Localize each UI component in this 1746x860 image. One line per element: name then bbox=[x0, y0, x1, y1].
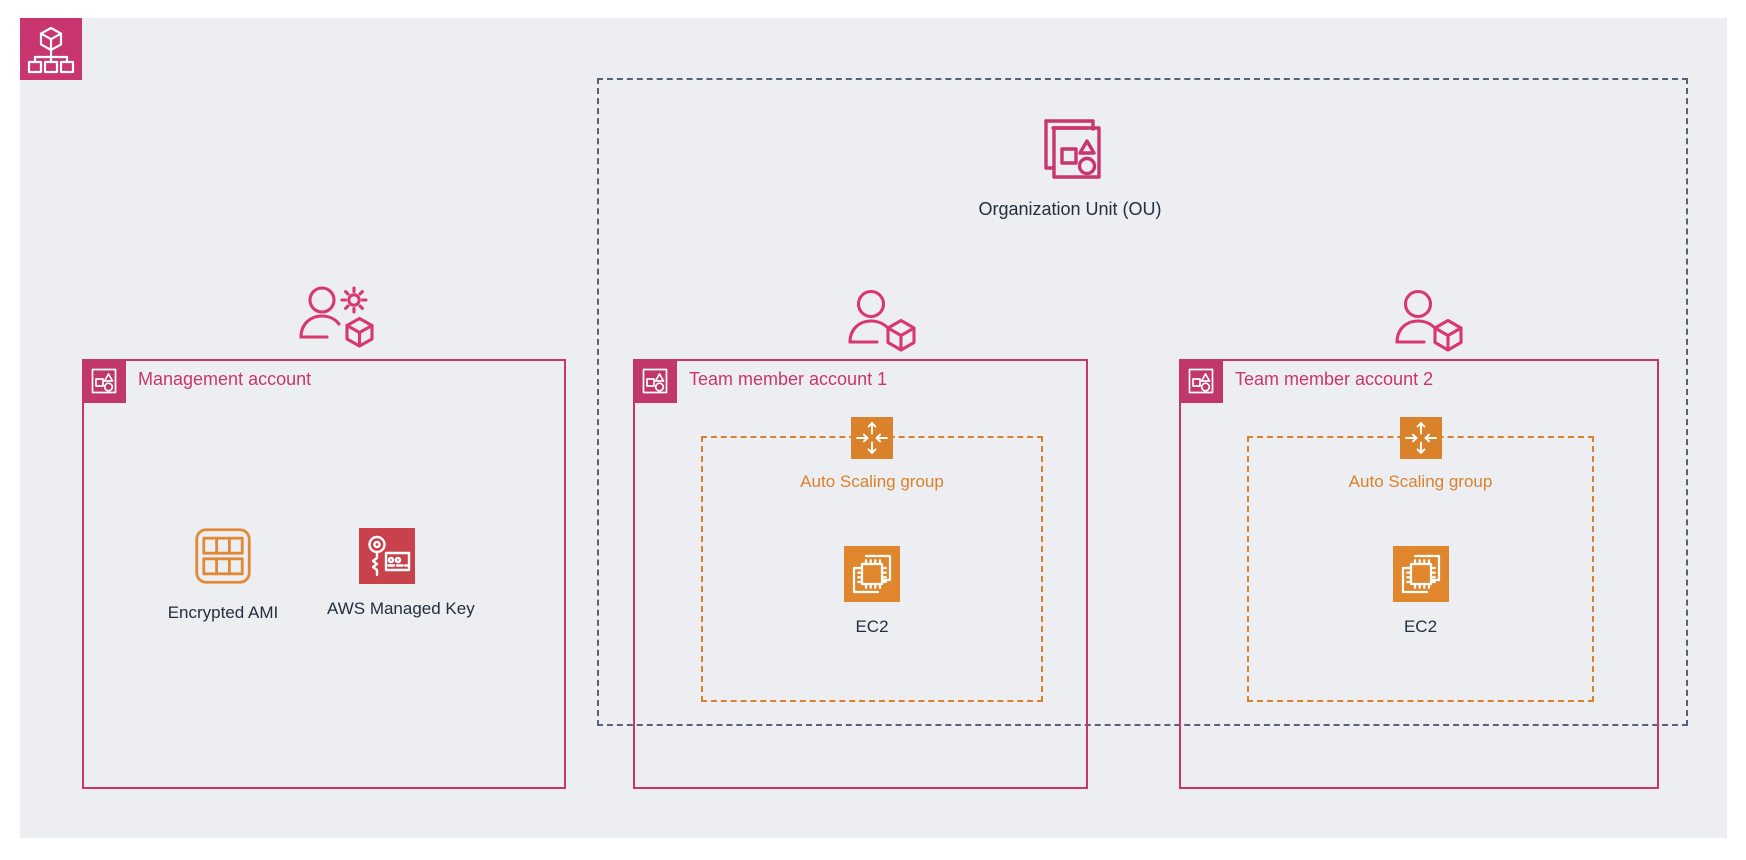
team-member-account-1-person-icon bbox=[848, 287, 920, 366]
resource-label: EC2 bbox=[1403, 617, 1438, 636]
ec2-icon bbox=[1392, 546, 1449, 602]
account-title: Team member account 1 bbox=[689, 369, 888, 389]
resource-label: Encrypted AMI bbox=[167, 603, 279, 622]
management-account-person-gear-icon bbox=[297, 283, 375, 366]
account-icon bbox=[82, 359, 126, 403]
team-member-account-1-box[interactable]: Team member account 1 Auto Scaling group bbox=[633, 359, 1088, 789]
auto-scaling-group-icon bbox=[851, 417, 893, 459]
management-account-box[interactable]: Management account Encrypted AMI bbox=[82, 359, 566, 789]
organization-unit-boundary bbox=[597, 78, 1688, 726]
auto-scaling-group-label: Auto Scaling group bbox=[1348, 472, 1493, 491]
account-icon bbox=[633, 359, 677, 403]
ec2-icon bbox=[844, 546, 900, 602]
aws-organizations-badge bbox=[20, 18, 82, 80]
ami-icon bbox=[193, 526, 253, 586]
team-member-account-2-box[interactable]: Team member account 2 Auto Scaling group bbox=[1179, 359, 1659, 789]
team-member-account-2-person-icon bbox=[1395, 287, 1467, 366]
diagram-canvas: Organization Unit (OU) Management accoun… bbox=[20, 18, 1727, 838]
account-title: Management account bbox=[138, 369, 312, 389]
account-title: Team member account 2 bbox=[1235, 369, 1434, 389]
organization-unit-header: Organization Unit (OU) bbox=[975, 112, 1165, 220]
auto-scaling-group-label: Auto Scaling group bbox=[800, 472, 944, 491]
auto-scaling-group-header: Auto Scaling group bbox=[703, 417, 1041, 492]
aws-organizations-icon bbox=[20, 18, 82, 80]
organization-unit-icon bbox=[1033, 112, 1107, 191]
resource-ec2[interactable]: EC2 bbox=[703, 546, 1041, 637]
resource-aws-managed-key[interactable]: AWS Managed Key bbox=[327, 528, 475, 619]
kms-key-icon bbox=[359, 528, 415, 584]
auto-scaling-group-box[interactable]: Auto Scaling group EC2 bbox=[1247, 417, 1594, 702]
auto-scaling-group-icon bbox=[1399, 417, 1442, 459]
account-icon bbox=[1179, 359, 1223, 403]
resource-ec2[interactable]: EC2 bbox=[1249, 546, 1592, 637]
resource-encrypted-ami[interactable]: Encrypted AMI bbox=[163, 526, 283, 623]
auto-scaling-group-header: Auto Scaling group bbox=[1249, 417, 1592, 492]
resource-label: EC2 bbox=[855, 617, 889, 636]
resource-label: AWS Managed Key bbox=[327, 599, 475, 618]
organization-unit-label: Organization Unit (OU) bbox=[978, 199, 1162, 219]
auto-scaling-group-box[interactable]: Auto Scaling group EC2 bbox=[701, 417, 1043, 702]
